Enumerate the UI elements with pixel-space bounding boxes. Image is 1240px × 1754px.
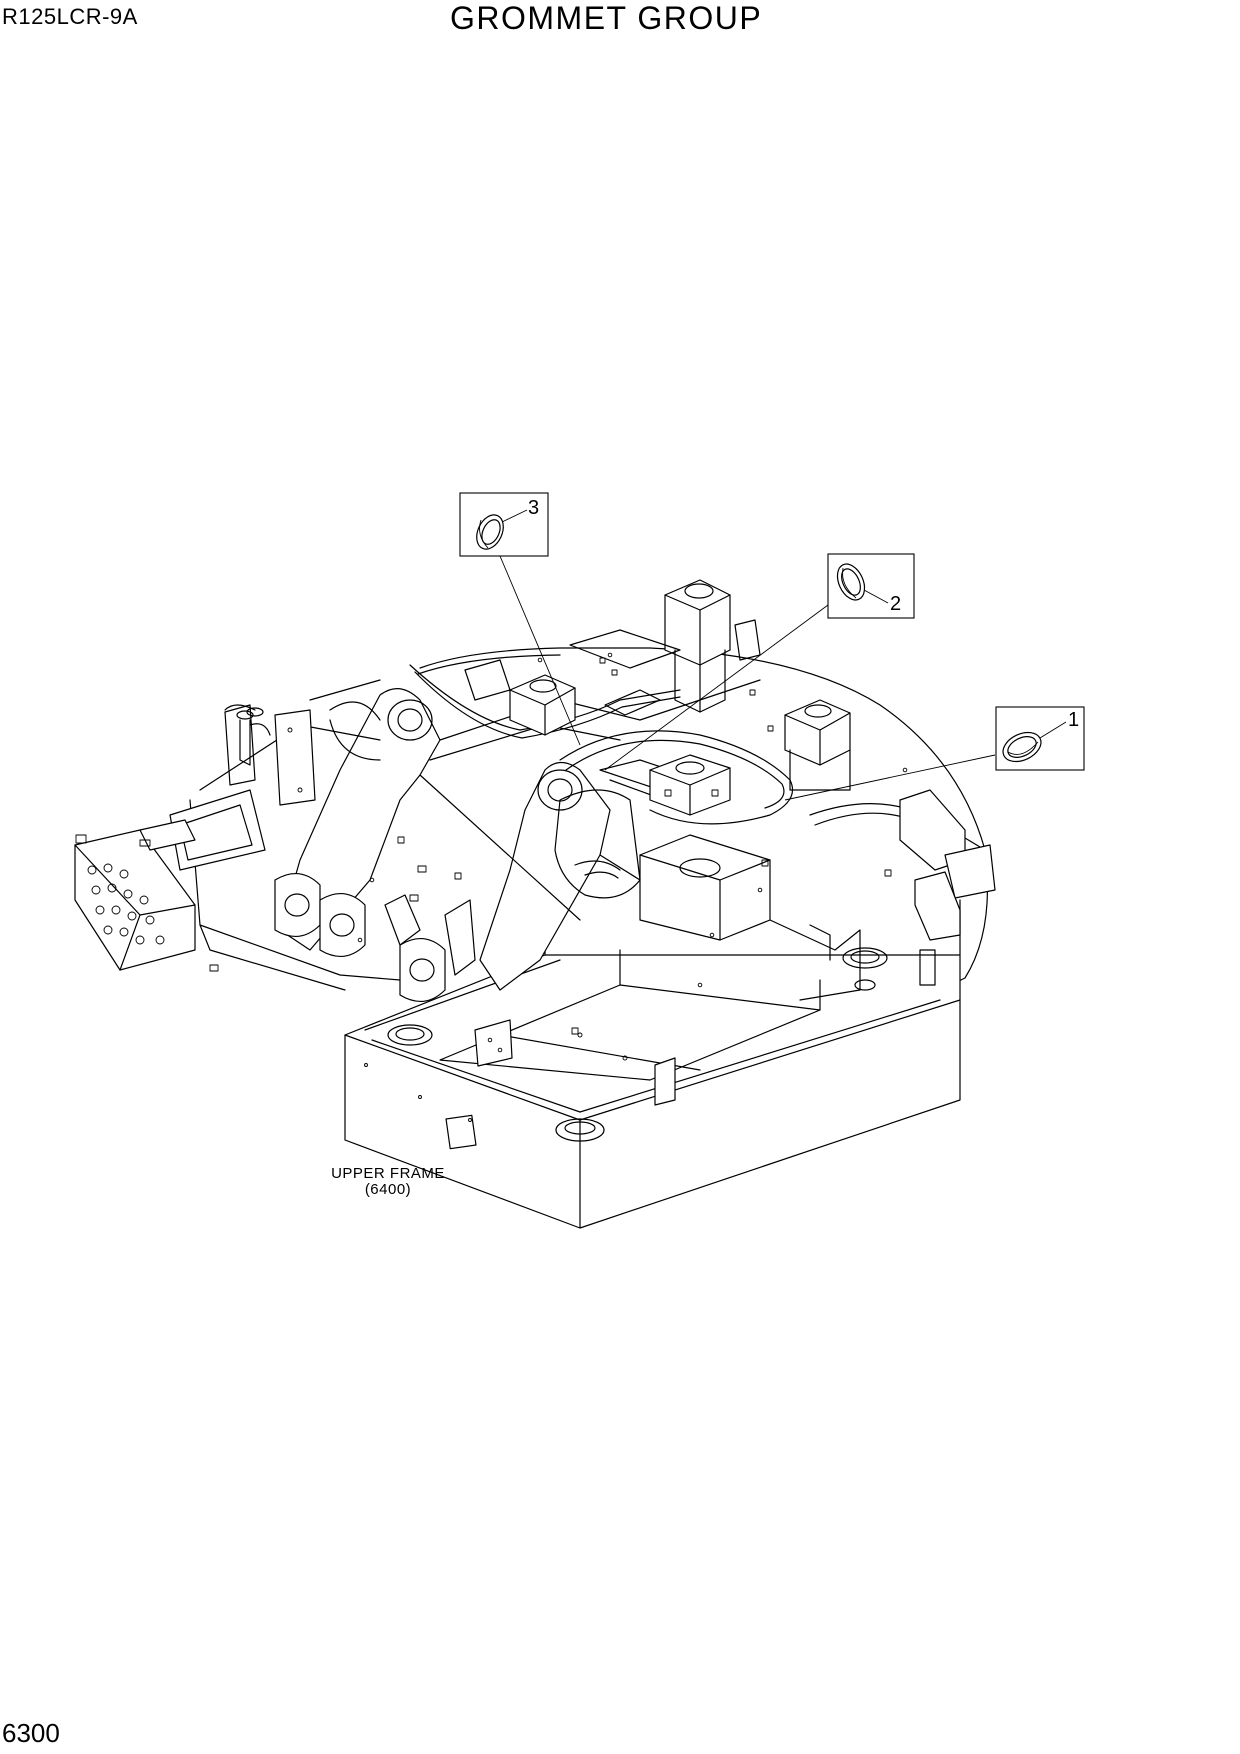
callout-1: 1 bbox=[995, 706, 1085, 771]
callout-number-3: 3 bbox=[528, 497, 539, 519]
grommet-icon bbox=[476, 514, 504, 550]
callout-2: 2 bbox=[827, 553, 915, 619]
upper-frame-label: UPPER FRAME (6400) bbox=[331, 1165, 445, 1198]
upper-frame-label-line1: UPPER FRAME bbox=[331, 1165, 445, 1182]
grommet-icon bbox=[1002, 731, 1042, 763]
callout-number-2: 2 bbox=[890, 593, 901, 615]
leader-lines bbox=[499, 555, 996, 801]
page-number: 6300 bbox=[2, 1718, 60, 1748]
upper-frame-label-line2: (6400) bbox=[365, 1181, 411, 1198]
left-platform-holes bbox=[87, 863, 165, 945]
grommet-icon bbox=[836, 563, 866, 601]
model-code: R125LCR-9A bbox=[2, 4, 138, 29]
page-title: GROMMET GROUP bbox=[450, 0, 763, 36]
callout-3: 3 bbox=[459, 492, 549, 557]
callout-number-1: 1 bbox=[1068, 709, 1079, 731]
upper-frame-drawing bbox=[74, 579, 996, 1229]
